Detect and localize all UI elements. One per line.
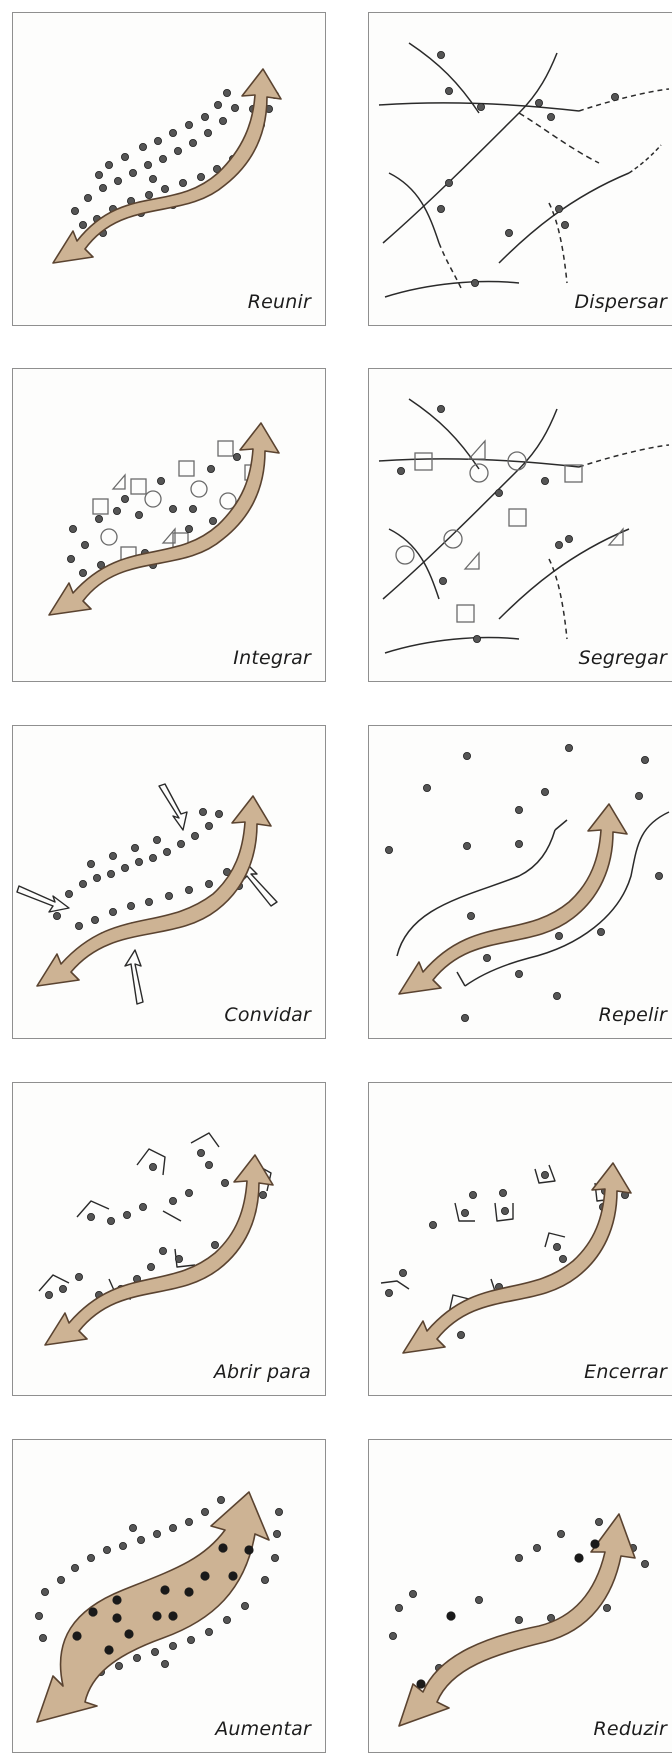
reunir-diagram [13, 13, 326, 326]
label-reunir: Reunir [248, 291, 311, 313]
flow-arrow [49, 423, 279, 615]
label-reduzir: Reduzir [594, 1718, 667, 1740]
convidar-diagram [13, 726, 326, 1039]
encerrar-diagram [369, 1083, 672, 1396]
wide-flow-arrow [37, 1492, 269, 1722]
panel-convidar: Convidar [12, 725, 326, 1039]
aumentar-diagram [13, 1440, 326, 1753]
open-enclosures [39, 1133, 271, 1299]
dispersar-diagram [369, 13, 672, 326]
panel-reunir: Reunir [12, 12, 326, 326]
flow-arrow [37, 796, 271, 986]
label-integrar: Integrar [233, 647, 311, 669]
panel-integrar: Integrar [12, 368, 326, 682]
panel-segregar: Segregar [368, 368, 672, 682]
label-encerrar: Encerrar [584, 1361, 667, 1383]
separated-shapes [396, 441, 623, 622]
flow-arrow [403, 1163, 631, 1353]
flow-arrow [45, 1155, 273, 1345]
panel-abrir-para: Abrir para [12, 1082, 326, 1396]
label-aumentar: Aumentar [215, 1718, 311, 1740]
label-abrir-para: Abrir para [214, 1361, 311, 1383]
panel-encerrar: Encerrar [368, 1082, 672, 1396]
panel-aumentar: Aumentar [12, 1439, 326, 1753]
panel-reduzir: Reduzir [368, 1439, 672, 1753]
segregar-diagram [369, 369, 672, 682]
panel-dispersar: Dispersar [368, 12, 672, 326]
label-dispersar: Dispersar [574, 291, 667, 313]
reduzir-diagram [369, 1440, 672, 1753]
integrar-diagram [13, 369, 326, 682]
flow-arrow [53, 69, 281, 263]
panel-repelir: Repelir [368, 725, 672, 1039]
label-segregar: Segregar [579, 647, 667, 669]
repelir-diagram [369, 726, 672, 1039]
label-convidar: Convidar [224, 1004, 311, 1026]
label-repelir: Repelir [599, 1004, 667, 1026]
dot-cluster [45, 1149, 266, 1298]
flow-arrow [399, 804, 627, 994]
abrir-para-diagram [13, 1083, 326, 1396]
scattered-dots [437, 51, 618, 286]
scattered-paths [379, 43, 669, 297]
